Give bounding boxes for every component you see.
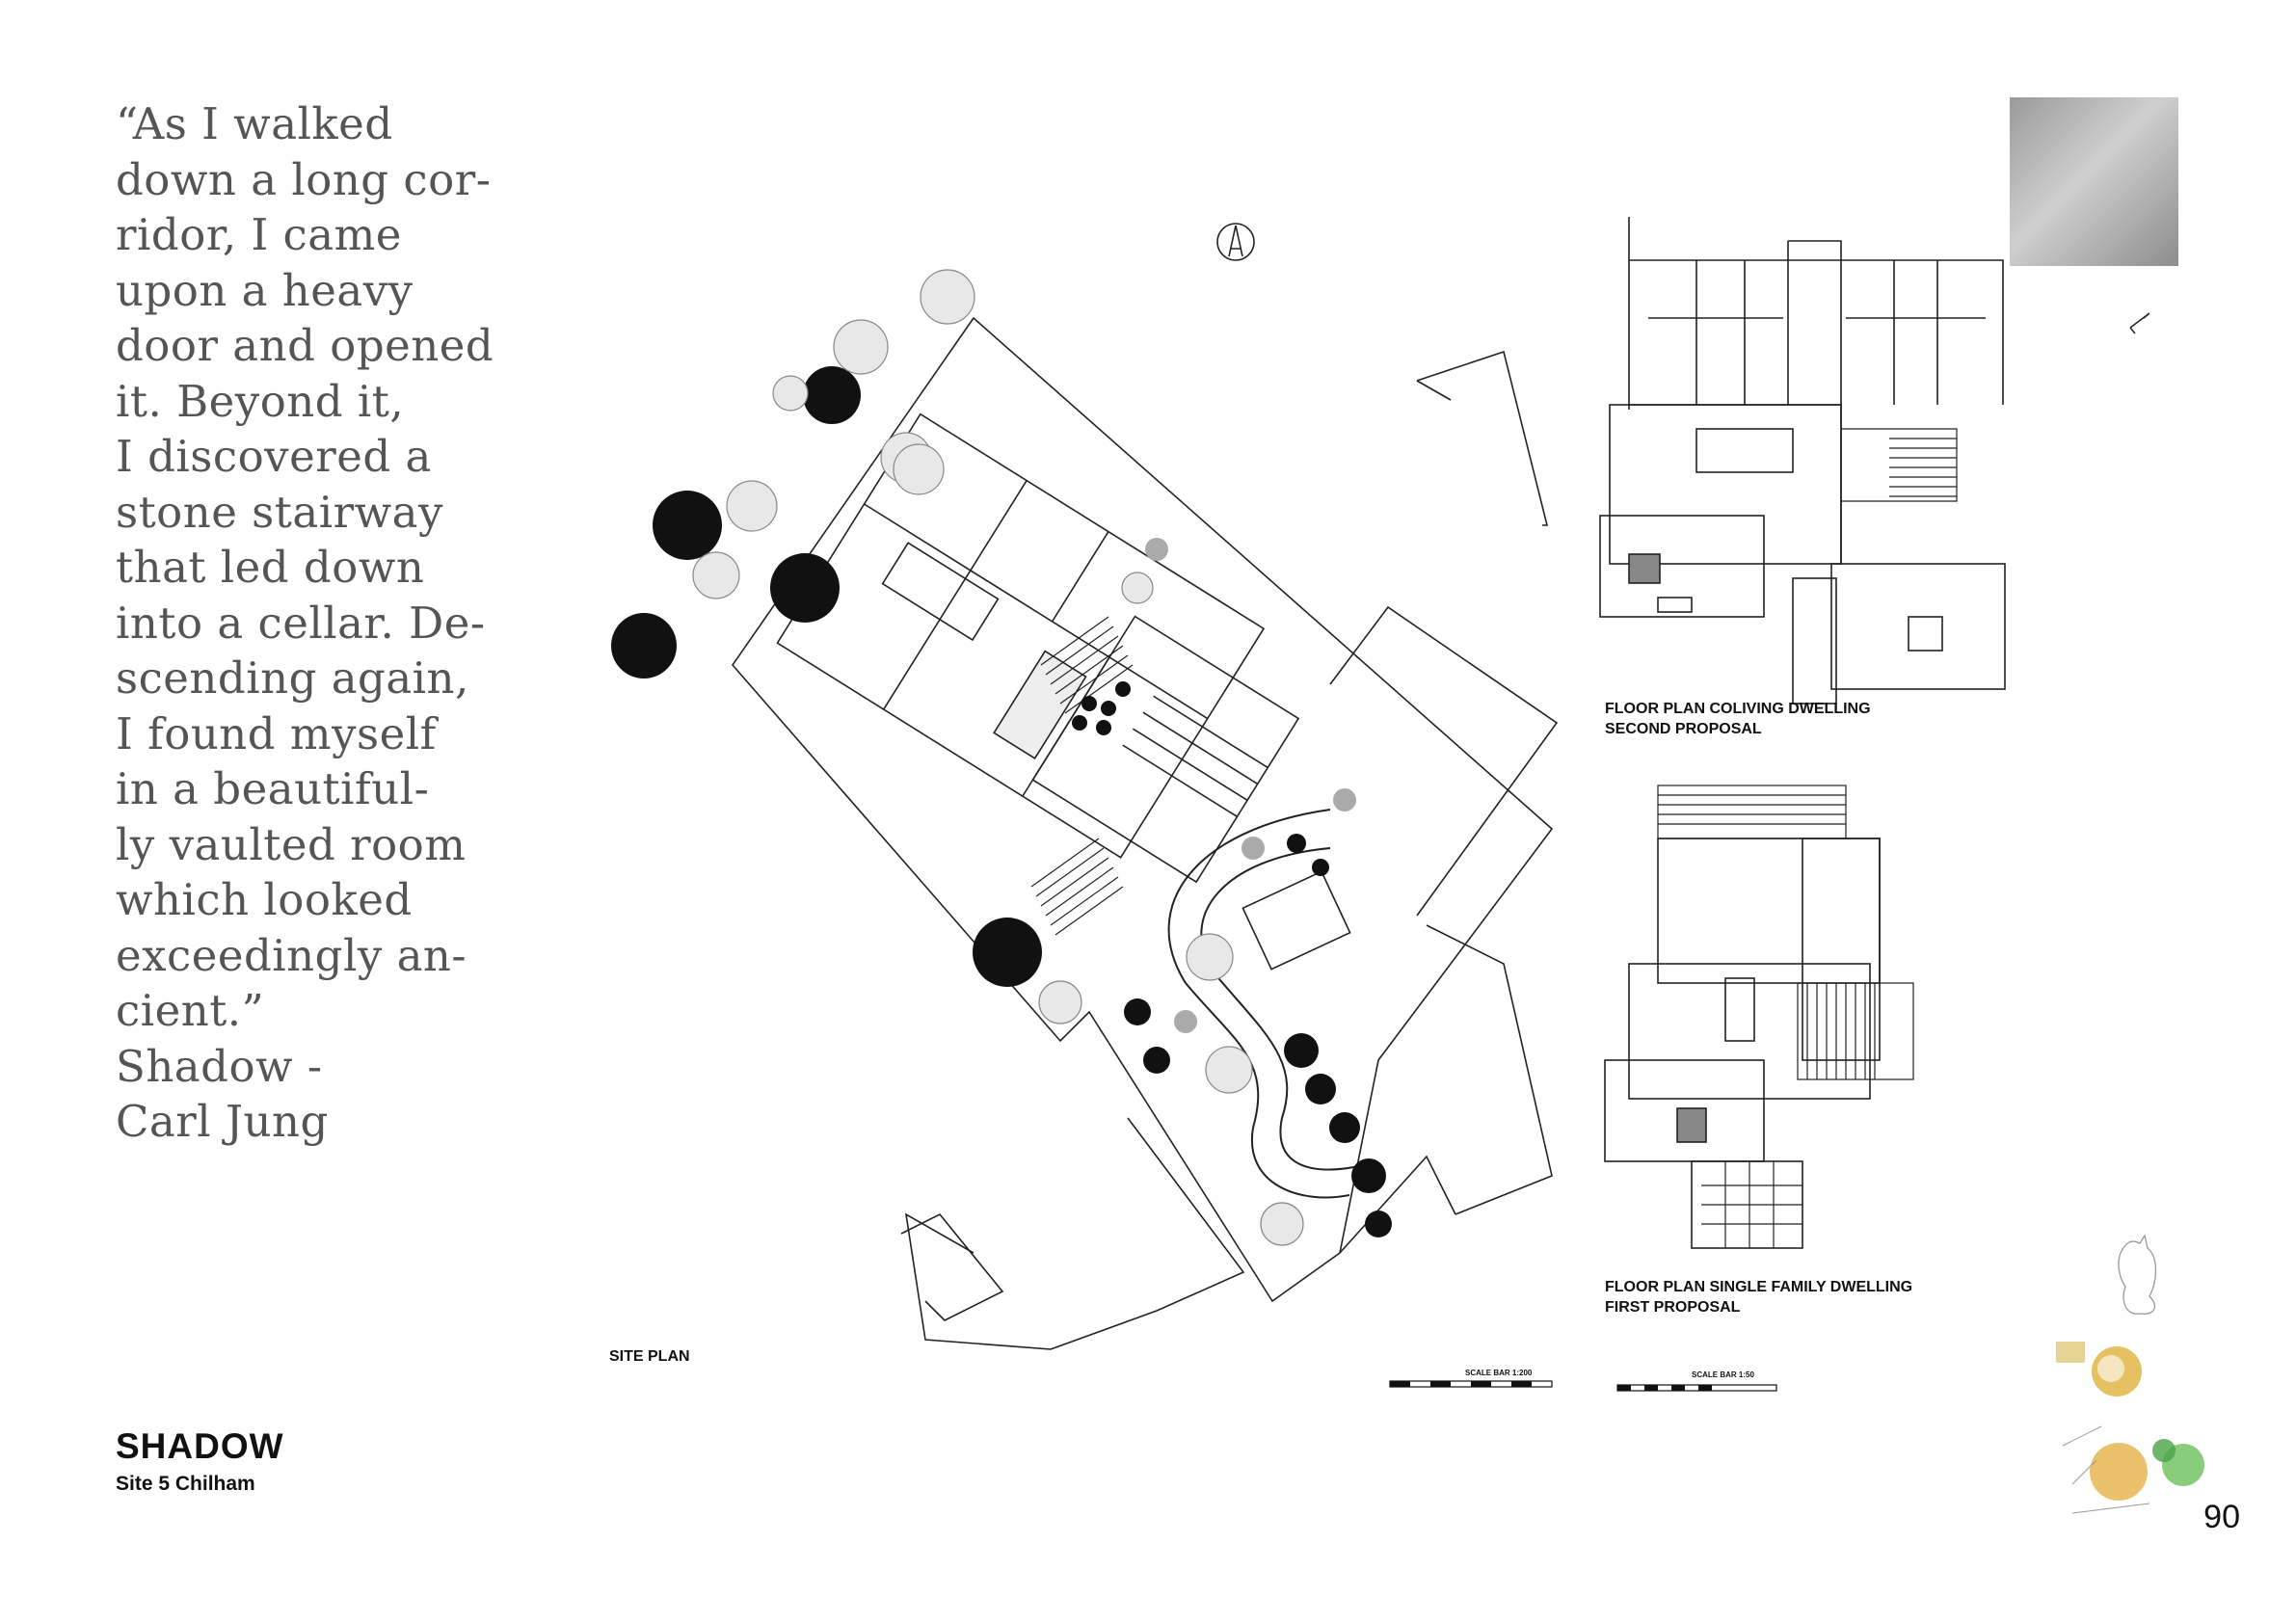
site-plan-label: SITE PLAN	[609, 1348, 690, 1365]
scale-bar-1-50-label: SCALE BAR 1:50	[1692, 1370, 1754, 1379]
quote-line: Shadow -	[116, 1040, 323, 1092]
quote-line: I discovered a	[116, 431, 432, 482]
north-arrow-icon	[1216, 223, 1255, 261]
single-family-floor-plan	[1604, 785, 1914, 1249]
project-title: SHADOW	[116, 1426, 284, 1466]
jung-quote: “As I walked down a long cor- ridor, I c…	[116, 96, 521, 1150]
scale-bar-1-200-label: SCALE BAR 1:200	[1465, 1369, 1533, 1377]
quote-line: Carl Jung	[116, 1096, 329, 1147]
page-number: 90	[2203, 1499, 2240, 1535]
quote-line: door and opened	[116, 320, 494, 371]
quote-line: ridor, I came	[116, 209, 402, 260]
quote-line: down a long cor-	[116, 153, 492, 205]
quote-line: “As I walked	[116, 98, 393, 149]
coliving-plan-label: FLOOR PLAN COLIVING DWELLING	[1605, 701, 1871, 717]
colour-sketch-bottom	[2062, 1425, 2204, 1514]
quote-line: which looked	[116, 874, 413, 925]
project-subtitle: Site 5 Chilham	[116, 1473, 255, 1495]
site-trees	[611, 269, 1392, 1246]
quote-line: into a cellar. De-	[116, 597, 486, 649]
quote-line: I found myself	[116, 707, 437, 759]
quote-line: upon a heavy	[116, 264, 414, 316]
cat-sketch	[2118, 1234, 2157, 1315]
quote-line: ly vaulted room	[116, 818, 467, 870]
colour-sketch-top	[2056, 1342, 2142, 1397]
model-photo	[2010, 97, 2178, 266]
quote-line: in a beautiful-	[116, 763, 430, 814]
quote-line: exceedingly an-	[116, 929, 467, 981]
coliving-floor-plan	[1599, 217, 2006, 705]
quote-line: that led down	[116, 542, 425, 593]
site-plan	[731, 316, 1559, 1350]
scale-bar-1-200	[1389, 1380, 1553, 1388]
quote-line: stone stairway	[116, 486, 443, 538]
family-plan-label: FLOOR PLAN SINGLE FAMILY DWELLING	[1605, 1279, 1913, 1295]
quote-line: cient.”	[116, 985, 265, 1036]
coliving-plan-sublabel: SECOND PROPOSAL	[1605, 721, 1762, 737]
north-arrow-small-icon	[2129, 312, 2150, 334]
family-plan-sublabel: FIRST PROPOSAL	[1605, 1299, 1741, 1316]
scale-bar-1-50	[1616, 1384, 1777, 1392]
quote-line: scending again,	[116, 652, 469, 704]
quote-line: it. Beyond it,	[116, 375, 405, 427]
